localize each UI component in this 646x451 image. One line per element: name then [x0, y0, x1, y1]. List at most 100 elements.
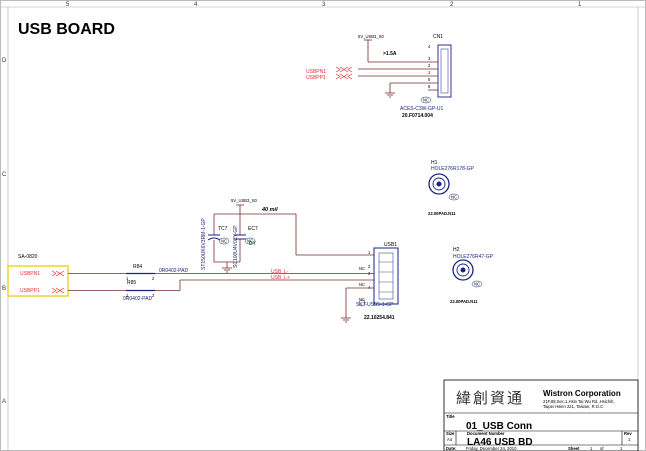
- of-label: of: [600, 446, 604, 451]
- usb1-nc-3: NC: [359, 297, 365, 302]
- h1-outer-ring: [428, 173, 450, 195]
- power-net-label: 5V_USB3_S0: [231, 198, 258, 203]
- cn1-nc-label: NC: [423, 98, 429, 103]
- left-signal-block: SA-0820 USBPN1 USBPP1: [7, 254, 69, 297]
- usb1-shield-marker: [358, 299, 366, 307]
- net-usb-l-plus: USB_L+: [271, 275, 290, 281]
- usb1-nc-2: NC: [359, 282, 365, 287]
- cn1-net-arrow-2: [335, 73, 353, 80]
- col-label-4: 4: [194, 2, 198, 8]
- h1-nc-label: NC: [451, 195, 457, 200]
- tc7-ref: TC7: [218, 226, 228, 232]
- left-net-usbpn1: USBPN1: [20, 271, 40, 277]
- cn1-pin-1: 1: [428, 70, 431, 75]
- left-net-arrow-2: [51, 287, 65, 294]
- left-block-header: SA-0820: [18, 254, 38, 260]
- chinese-logo: 緯創資通: [456, 389, 524, 407]
- h2-pn: 22.00PAD.N11: [450, 299, 478, 304]
- ec7-part: SC100U4V0ZY-GP: [233, 225, 239, 268]
- row-label-c: C: [2, 172, 7, 178]
- cn1-pin-4: 4: [428, 44, 431, 49]
- cn1-pin-5: 5: [428, 77, 431, 82]
- r84-pin2: 2: [152, 276, 155, 281]
- ec7-nc-label: NC: [247, 239, 253, 244]
- h2-nc-marker: [471, 280, 483, 288]
- h2-mounting-hole: H2 HOLE276R47-GP NC 22.00PAD.N11: [450, 247, 494, 304]
- usb1-part: SKT-USB5-1-GP: [356, 302, 394, 308]
- cn1-power-net: 5V_USB3_S0: [358, 34, 385, 39]
- cn1-pin-3: 3: [428, 56, 431, 61]
- r85-pin1: 1: [126, 293, 129, 298]
- cn1-current-note: >1.5A: [383, 51, 397, 57]
- r84-resistor: R84 1 2 0R0402-PAD: [126, 264, 188, 281]
- title-block-frame: [443, 379, 639, 451]
- h1-pn: 22.00PAD.N11: [428, 211, 456, 216]
- usb1-nc-1: NC: [359, 266, 365, 271]
- r85-pkg: 0R0402-PAD: [123, 296, 152, 302]
- col-label-1: 1: [578, 2, 582, 8]
- h2-nc-label: NC: [474, 282, 480, 287]
- size-label: Size: [446, 431, 455, 436]
- row-labels: D C B A: [2, 58, 7, 405]
- tc7-nc-label: NC: [221, 239, 227, 244]
- trace-width-note: 40 mil: [261, 207, 278, 213]
- corp-address-2: Taipei Hsien 221, Taiwan, R.O.C: [543, 404, 603, 409]
- h1-ref: H1: [431, 160, 438, 166]
- col-label-2: 2: [450, 2, 454, 8]
- row-label-a: A: [2, 399, 6, 405]
- h2-ref: H2: [453, 247, 460, 253]
- cn1-pn: 20.F0714.004: [402, 113, 433, 119]
- doc-title: 01_USB Conn: [466, 421, 532, 432]
- sheet-num: 1: [590, 446, 593, 451]
- tc7-nc-marker: [218, 237, 230, 245]
- cn1-nc-marker: [420, 96, 432, 104]
- usb1-body: [373, 247, 399, 305]
- r85-resistor: R85 1 2 0R0402-PAD: [123, 280, 155, 302]
- date-value: Friday, December 24, 2010: [466, 446, 517, 451]
- cn1-connector: 5V_USB3_S0 >1.5A CN1 4 3 2 1 5 6 USBPN1 …: [306, 34, 452, 119]
- r85-pin2: 2: [152, 293, 155, 298]
- docnum-label: Document Number: [467, 431, 505, 436]
- corp-address-1: 21F,88,Sec.1,Hsin Tai Wu Rd.,Hsichih,: [543, 399, 615, 404]
- usb1-pin-4: 4: [368, 285, 371, 290]
- title-block: 緯創資通 Wistron Corporation 21F,88,Sec.1,Hs…: [443, 379, 639, 451]
- h2-outer-ring: [452, 259, 474, 281]
- left-net-usbpp1: USBPP1: [20, 288, 40, 294]
- date-label: Date:: [446, 446, 456, 451]
- r85-ref: R85: [127, 280, 136, 286]
- cn1-net-usbpp1: USBPP1: [306, 75, 326, 81]
- size-value: A4: [447, 437, 453, 442]
- title-label: Title: [446, 414, 455, 419]
- r84-pkg: 0R0402-PAD: [159, 268, 188, 274]
- cn1-body: [437, 44, 452, 98]
- ec7-ref: EC7: [248, 226, 258, 232]
- usb1-socket: USB1 1 2 3 4 NC NC NC SKT-USB5-1-GP 22.1…: [341, 242, 399, 323]
- cn1-ref: CN1: [433, 34, 443, 40]
- signal-wires: USB_L- USB_L+: [68, 269, 374, 291]
- row-label-d: D: [2, 58, 7, 64]
- sheet-label: Sheet: [568, 446, 580, 451]
- col-label-5: 5: [66, 2, 70, 8]
- net-usb-l-minus: USB_L-: [271, 269, 289, 275]
- rev-value: 1: [628, 437, 631, 442]
- usb1-pin-1: 1: [368, 250, 371, 255]
- left-net-arrow-1: [51, 270, 65, 277]
- cn1-part: ACES-C3W-GP-U1: [400, 106, 443, 112]
- usb1-pn: 22.10254.841: [364, 315, 395, 321]
- cn1-pin-2: 2: [428, 63, 431, 68]
- h1-part: HOLE276R178-GP: [431, 166, 474, 172]
- corp-name: Wistron Corporation: [543, 389, 621, 398]
- r84-pin1: 1: [126, 276, 129, 281]
- col-label-3: 3: [322, 2, 326, 8]
- docnum-value: LA46 USB BD: [467, 437, 533, 448]
- sheet-total: 1: [620, 446, 623, 451]
- h1-nc-marker: [448, 193, 460, 201]
- cn1-pin-6: 6: [428, 84, 431, 89]
- h2-part: HOLE276R47-GP: [453, 254, 494, 260]
- power-filter-section: 5V_USB3_S0 40 mil TC7 ST150UK6V3RM-1-GP …: [201, 198, 374, 273]
- highlight-box: [7, 265, 69, 297]
- usb1-ref: USB1: [384, 242, 397, 248]
- ec7-dy-note: DY: [249, 241, 257, 247]
